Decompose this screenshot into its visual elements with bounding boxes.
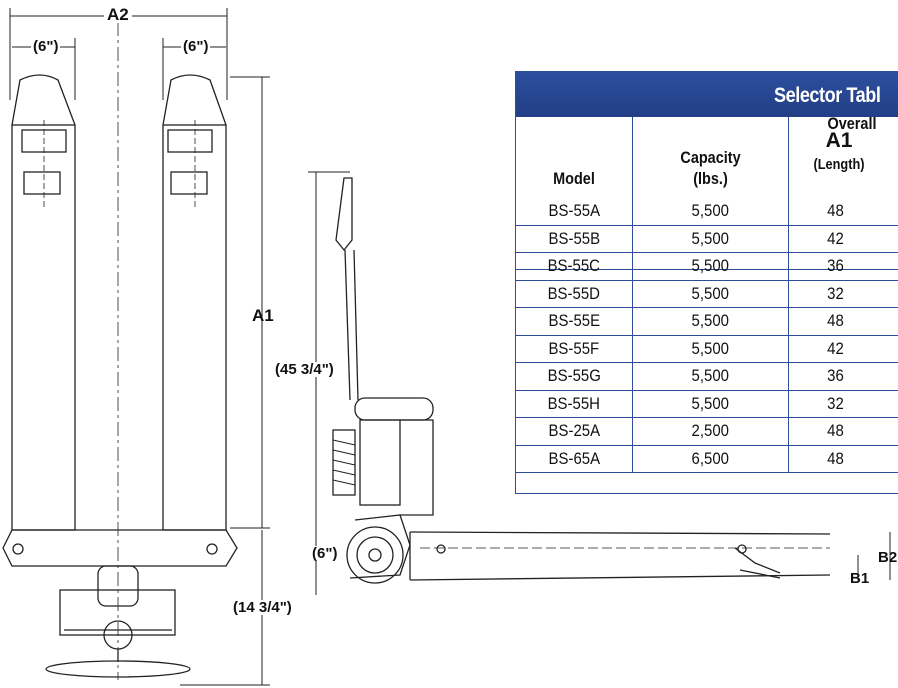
cell-capacity: 5,500 — [633, 335, 789, 362]
cell-model-text: BS-55C — [547, 256, 601, 275]
cell-model: BS-55C — [516, 253, 633, 280]
cell-capacity-text: 2,500 — [691, 421, 730, 440]
cell-capacity: 5,500 — [633, 308, 789, 335]
table-title: Selector Tabl — [774, 84, 881, 107]
dim-rear-height-label: (14 3/4") — [233, 599, 292, 616]
cell-a1-text: 32 — [827, 283, 844, 303]
header-a1: A1 — [825, 129, 853, 152]
cell-model-text: BS-55D — [547, 283, 601, 303]
cell-capacity-text: 5,500 — [691, 201, 730, 220]
header-capacity: Capacity — [680, 148, 741, 167]
cell-model-text: BS-65A — [548, 448, 600, 468]
cell-capacity: 5,500 — [633, 225, 789, 252]
table-row: BS-25A 2,500 48 — [516, 418, 898, 446]
cell-capacity-text: 5,500 — [691, 283, 730, 303]
cell-capacity-text: 5,500 — [691, 256, 730, 275]
cell-capacity-text: 5,500 — [691, 338, 730, 358]
dim-right-width-label: (6") — [181, 38, 211, 55]
cell-capacity: 5,500 — [633, 198, 789, 225]
table-row: BS-55A 5,500 48 — [516, 198, 898, 226]
cell-model: BS-55H — [516, 390, 633, 417]
table-row: BS-55C 5,500 36 — [516, 253, 898, 281]
table-row: BS-55B 5,500 42 — [516, 225, 898, 253]
cell-capacity-text: 5,500 — [691, 366, 730, 385]
header-overall: Overall — [827, 114, 877, 133]
cell-capacity: 2,500 — [633, 418, 789, 445]
cell-a1-text: 48 — [827, 311, 844, 330]
cell-model-text: BS-25A — [548, 421, 600, 440]
dim-a1-label: A1 — [252, 306, 274, 325]
cell-a1: 42 — [789, 336, 898, 363]
cell-a1: 48 — [789, 418, 898, 445]
cell-model: BS-55G — [516, 363, 633, 390]
table-row: BS-55F 5,500 42 — [516, 335, 898, 363]
header-a1-cell: Overall A1 (Length) — [789, 114, 898, 269]
table-row: BS-55G 5,500 36 — [516, 363, 898, 391]
cell-a1: 32 — [789, 391, 898, 418]
table-row: BS-55H 5,500 32 — [516, 390, 898, 418]
cell-model: BS-55F — [516, 335, 633, 362]
cell-capacity: 5,500 — [633, 253, 789, 280]
cell-a1: 48 — [789, 198, 898, 225]
table-row: BS-55D 5,500 32 — [516, 280, 898, 308]
cell-a1-text: 42 — [827, 338, 844, 358]
cell-a1: 48 — [789, 308, 898, 335]
dim-left-width-label: (6") — [31, 38, 61, 55]
table-title-bar: Selector Tabl — [516, 71, 898, 117]
selector-table: Selector Tabl Model Capacity (lbs.) Over… — [515, 71, 898, 494]
cell-a1-text: 32 — [827, 393, 844, 413]
cell-model-text: BS-55B — [548, 228, 600, 248]
cell-a1-text: 48 — [827, 448, 844, 468]
cell-capacity-text: 5,500 — [691, 311, 730, 330]
cell-model-text: BS-55E — [548, 311, 600, 330]
cell-model-text: BS-55H — [547, 393, 601, 413]
cell-capacity-text: 5,500 — [691, 228, 730, 248]
cell-a1: 32 — [789, 281, 898, 308]
cell-model-text: BS-55F — [548, 338, 600, 358]
dim-b1-label: B1 — [850, 570, 870, 587]
cell-model: BS-55B — [516, 225, 633, 252]
cell-capacity: 6,500 — [633, 445, 789, 472]
cell-model: BS-65A — [516, 445, 633, 472]
cell-a1-text: 36 — [827, 256, 844, 275]
cell-a1-text: 36 — [827, 366, 844, 385]
cell-a1: 36 — [789, 253, 898, 280]
table-row: BS-55E 5,500 48 — [516, 308, 898, 336]
dim-wheel-label: (6") — [312, 545, 338, 562]
cell-model: BS-55D — [516, 280, 633, 307]
table-row: BS-65A 6,500 48 — [516, 445, 898, 473]
dim-a2-label: A2 — [104, 6, 132, 23]
cell-a1-text: 48 — [827, 201, 844, 220]
dim-handle-height-label: (45 3/4") — [275, 361, 334, 378]
cell-a1: 36 — [789, 363, 898, 390]
cell-model: BS-55E — [516, 308, 633, 335]
cell-model-text: BS-55G — [547, 366, 601, 385]
header-model: Model — [553, 169, 595, 188]
cell-a1-text: 48 — [827, 421, 844, 440]
cell-capacity: 5,500 — [633, 390, 789, 417]
cell-model-text: BS-55A — [548, 201, 600, 220]
cell-a1-text: 42 — [827, 228, 844, 248]
cell-capacity-text: 5,500 — [691, 393, 730, 413]
cell-capacity: 5,500 — [633, 363, 789, 390]
cell-a1: 48 — [789, 446, 898, 473]
cell-capacity-text: 6,500 — [691, 448, 730, 468]
cell-a1: 42 — [789, 226, 898, 253]
header-model-cell: Model — [516, 117, 633, 269]
header-capacity-unit: (lbs.) — [693, 169, 728, 188]
dim-b2-label: B2 — [878, 549, 898, 566]
cell-capacity: 5,500 — [633, 280, 789, 307]
cell-model: BS-25A — [516, 418, 633, 445]
table-header-row: Model Capacity (lbs.) Overall A1 (Length… — [516, 114, 898, 270]
header-capacity-cell: Capacity (lbs.) — [633, 117, 789, 269]
header-length: (Length) — [813, 156, 865, 173]
cell-model: BS-55A — [516, 198, 633, 225]
